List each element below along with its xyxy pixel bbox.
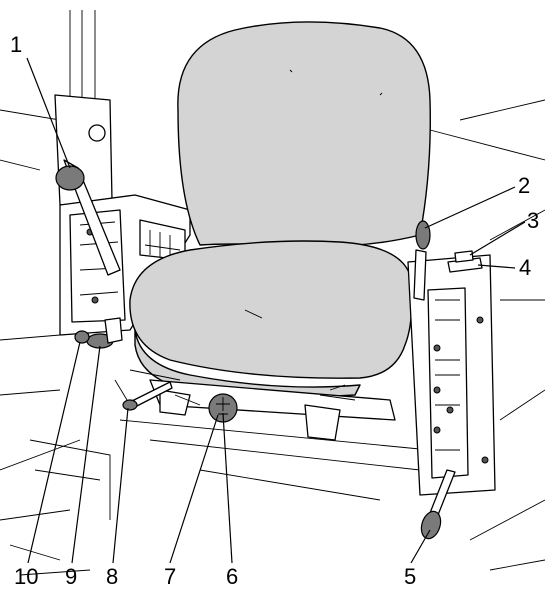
- callout-6: 6: [226, 564, 238, 589]
- callout-9: 9: [65, 564, 77, 589]
- callout-3: 3: [527, 208, 539, 233]
- seat-base: [114, 369, 396, 441]
- lever-8: [122, 381, 173, 411]
- callout-1: 1: [10, 32, 22, 57]
- callout-7: 7: [164, 564, 176, 589]
- lever-1: [55, 124, 121, 276]
- callout-5: 5: [404, 564, 416, 589]
- callout-4: 4: [519, 255, 531, 280]
- lever-9-10: [74, 317, 123, 349]
- callout-2: 2: [518, 173, 530, 198]
- seat-cushion: [129, 240, 413, 398]
- right-control-panel: [407, 250, 496, 496]
- callout-8: 8: [106, 564, 118, 589]
- lever-2: [413, 220, 431, 301]
- callout-10: 10: [14, 564, 38, 589]
- leader-lines: [26, 57, 526, 564]
- lever-5: [420, 469, 456, 540]
- seat-backrest: [177, 21, 431, 247]
